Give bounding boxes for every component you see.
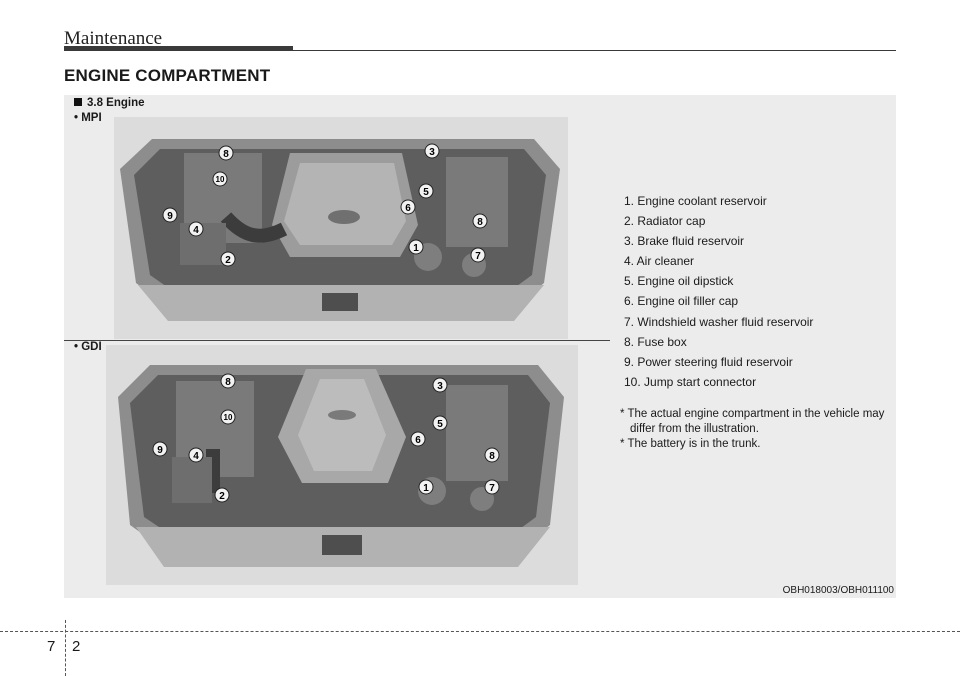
svg-text:1: 1 [413, 243, 419, 254]
legend-item: 4. Air cleaner [624, 254, 695, 269]
svg-text:10: 10 [216, 175, 225, 184]
engine-figure-panel: 3.8 Engine • MPI 8 10 9 4 2 3 5 6 8 [64, 95, 896, 598]
svg-text:5: 5 [423, 187, 429, 198]
mpi-callout-8a: 8 [218, 145, 234, 161]
figure-code: OBH018003/OBH011100 [782, 585, 894, 596]
mpi-callout-6: 6 [400, 199, 416, 215]
svg-text:3: 3 [429, 147, 435, 158]
header-rule-thin [293, 50, 896, 51]
svg-text:8: 8 [477, 217, 483, 228]
variant-label-gdi: • GDI [74, 341, 102, 353]
svg-text:4: 4 [193, 451, 199, 462]
gdi-callout-9: 9 [152, 441, 168, 457]
svg-text:6: 6 [415, 435, 421, 446]
page-number: 2 [72, 638, 81, 655]
gdi-callout-8b: 8 [484, 447, 500, 463]
mpi-callout-10: 10 [212, 171, 228, 187]
gdi-callout-1: 1 [418, 479, 434, 495]
header-rule-thick [64, 46, 293, 51]
svg-text:3: 3 [437, 381, 443, 392]
gdi-callout-4: 4 [188, 447, 204, 463]
note-item: * The actual engine compartment in the v… [620, 408, 885, 435]
component-legend: 1. Engine coolant reservoir 2. Radiator … [624, 191, 884, 392]
page-title: ENGINE COMPARTMENT [64, 66, 271, 85]
svg-text:7: 7 [475, 251, 481, 262]
figure-divider [64, 340, 610, 341]
notes: * The actual engine compartment in the v… [620, 407, 890, 452]
svg-text:9: 9 [167, 211, 173, 222]
svg-text:2: 2 [225, 255, 231, 266]
mpi-callout-8b: 8 [472, 213, 488, 229]
svg-text:10: 10 [224, 413, 233, 422]
mpi-callout-4: 4 [188, 221, 204, 237]
engine-heading: 3.8 Engine [74, 97, 145, 109]
mpi-callout-2: 2 [220, 251, 236, 267]
svg-text:4: 4 [193, 225, 199, 236]
svg-text:8: 8 [223, 149, 229, 160]
mpi-callout-5: 5 [418, 183, 434, 199]
legend-item: 1. Engine coolant reservoir [624, 194, 767, 208]
svg-text:8: 8 [225, 377, 231, 388]
svg-text:6: 6 [405, 203, 411, 214]
square-bullet-icon [74, 98, 82, 106]
footer-rule [0, 631, 960, 632]
gdi-callout-5: 5 [432, 415, 448, 431]
footer-divider [65, 620, 66, 676]
legend-item: 7. Windshield washer fluid reservoir [624, 314, 814, 329]
gdi-callout-10: 10 [220, 409, 236, 425]
gdi-callout-3: 3 [432, 377, 448, 393]
gdi-callout-7: 7 [484, 479, 500, 495]
mpi-callout-9: 9 [162, 207, 178, 223]
mpi-engine-illustration: 8 10 9 4 2 3 5 6 8 1 7 [114, 117, 568, 339]
gdi-engine-illustration: 8 10 9 4 2 3 5 6 8 1 7 [106, 345, 578, 585]
svg-text:7: 7 [489, 483, 495, 494]
svg-text:5: 5 [437, 419, 443, 430]
engine-heading-label: 3.8 Engine [87, 97, 145, 109]
legend-item: 2. Radiator cap [624, 214, 706, 229]
page-chapter-number: 7 [47, 638, 56, 655]
svg-text:9: 9 [157, 445, 163, 456]
svg-text:8: 8 [489, 451, 495, 462]
gdi-callout-6: 6 [410, 431, 426, 447]
mpi-callout-3: 3 [424, 143, 440, 159]
svg-text:2: 2 [219, 491, 225, 502]
svg-text:1: 1 [423, 483, 429, 494]
mpi-callout-7: 7 [470, 247, 486, 263]
section-header: Maintenance [64, 28, 163, 49]
legend-item: 6. Engine oil filler cap [624, 294, 739, 309]
gdi-callout-2: 2 [214, 487, 230, 503]
legend-item: 5. Engine oil dipstick [624, 274, 734, 289]
mpi-callout-1: 1 [408, 239, 424, 255]
legend-item: 9. Power steering fluid reservoir [624, 354, 793, 369]
variant-label-mpi: • MPI [74, 112, 102, 124]
legend-item: 10. Jump start connector [624, 374, 757, 389]
gdi-callout-8a: 8 [220, 373, 236, 389]
legend-item: 8. Fuse box [624, 334, 687, 349]
legend-item: 3. Brake fluid reservoir [624, 234, 745, 249]
note-item: * The battery is in the trunk. [620, 438, 761, 450]
